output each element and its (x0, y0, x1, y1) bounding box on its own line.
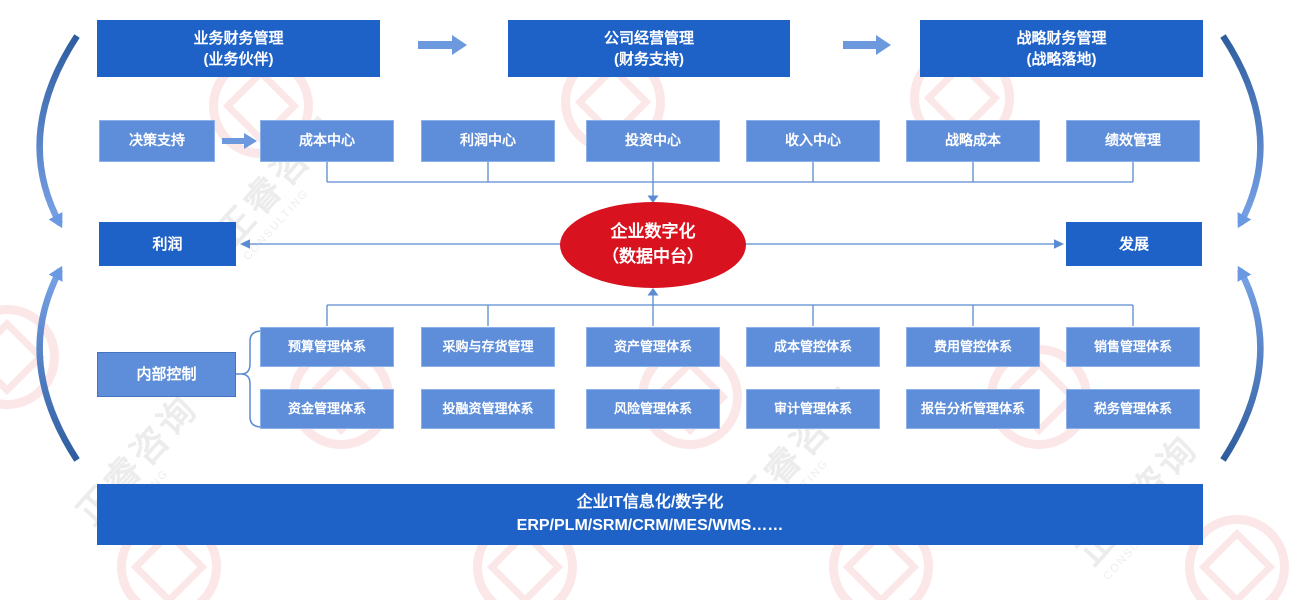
node-cost-center: 成本中心 (260, 120, 394, 162)
node-strategic-cost: 战略成本 (906, 120, 1040, 162)
right-arrowhead (1054, 239, 1064, 249)
node-investment-center: 投资中心 (586, 120, 720, 162)
banner-enterprise-it: 企业IT信息化/数字化 ERP/PLM/SRM/CRM/MES/WMS…… (97, 484, 1203, 545)
cycle-arrows (36, 34, 1264, 462)
left-top-curve-arrow (36, 34, 80, 229)
node-sales-mgmt-system: 销售管理体系 (1066, 327, 1200, 367)
node-cost-control-system: 成本管控体系 (746, 327, 880, 367)
lower-bus-connector (326, 295, 1134, 326)
right-top-curve-arrow (1220, 34, 1264, 229)
node-tax-mgmt-system: 税务管理体系 (1066, 389, 1200, 429)
node-revenue-center: 收入中心 (746, 120, 880, 162)
node-budget-mgmt-system: 预算管理体系 (260, 327, 394, 367)
node-report-analysis-mgmt-system: 报告分析管理体系 (906, 389, 1040, 429)
flow-arrow-icon (418, 35, 467, 55)
flow-arrow-icon (843, 35, 891, 55)
node-internal-control: 内部控制 (97, 352, 236, 397)
node-enterprise-digitalization-hub: 企业数字化 （数据中台） (560, 202, 746, 288)
internal-control-brace (240, 330, 263, 428)
node-profit-center: 利润中心 (421, 120, 555, 162)
node-expense-control-system: 费用管控体系 (906, 327, 1040, 367)
node-strategic-finance-mgmt: 战略财务管理 (战略落地) (920, 20, 1203, 77)
up-arrowhead (647, 288, 659, 296)
node-investment-financing-mgmt: 投融资管理体系 (421, 389, 555, 429)
node-development: 发展 (1066, 222, 1202, 266)
watermark-logo (1185, 515, 1289, 600)
flow-arrow-icon (222, 133, 257, 149)
node-decision-support: 决策支持 (99, 120, 215, 162)
node-company-operation-mgmt: 公司经营管理 (财务支持) (508, 20, 790, 77)
left-arrowhead (240, 239, 250, 249)
node-funds-mgmt-system: 资金管理体系 (260, 389, 394, 429)
node-asset-mgmt-system: 资产管理体系 (586, 327, 720, 367)
right-bottom-curve-arrow (1220, 265, 1264, 462)
down-arrowhead (647, 195, 659, 203)
node-business-finance-mgmt: 业务财务管理 (业务伙伴) (97, 20, 380, 77)
left-bottom-curve-arrow (36, 265, 80, 462)
node-performance-mgmt: 绩效管理 (1066, 120, 1200, 162)
upper-bus-connector (326, 162, 1134, 196)
node-audit-mgmt-system: 审计管理体系 (746, 389, 880, 429)
node-procurement-inventory-mgmt: 采购与存货管理 (421, 327, 555, 367)
node-profit: 利润 (99, 222, 236, 266)
node-risk-mgmt-system: 风险管理体系 (586, 389, 720, 429)
